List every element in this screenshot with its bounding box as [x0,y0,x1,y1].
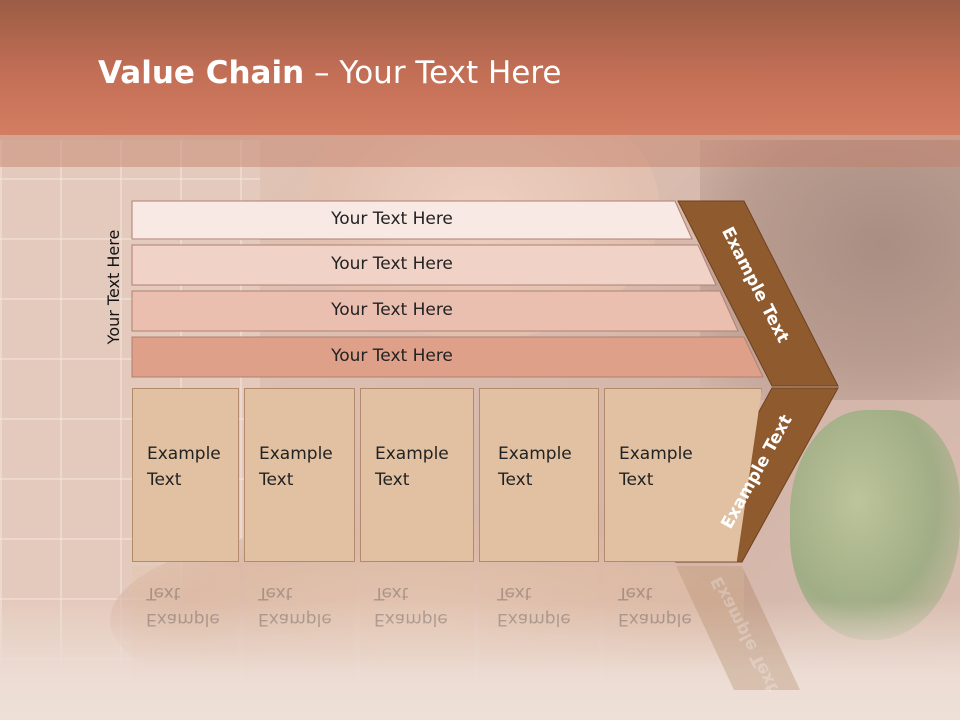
slide-title: Value Chain – Your Text Here [98,55,561,91]
cell-2-line1: Example [259,444,333,464]
row-shape-4 [131,336,764,378]
slide-title-rest: – Your Text Here [304,55,562,91]
cell-1: Example Text [132,388,239,562]
cell-5-line2: Text [619,470,654,490]
chevron-reflection [676,566,800,690]
cell-3-reflection-line1: Example [374,609,448,629]
cell-4-line1: Example [498,444,572,464]
cell-5: Example Text [604,388,762,562]
cell-1-reflection-line1: Example [146,609,220,629]
cell-4-reflection-line2: Text [497,583,532,603]
row-shape-1 [131,200,693,240]
cell-4-line2: Text [498,470,533,490]
cell-1-line2: Text [147,470,182,490]
cell-5-line1: Example [619,444,693,464]
row-1: Your Text Here [132,201,692,238]
cell-4-reflection-line1: Example [497,609,571,629]
cell-2-reflection: Example Text [244,566,355,684]
row-3: Your Text Here [132,292,692,329]
cell-3-line2: Text [375,470,410,490]
row-shape-3 [131,290,739,332]
slide-title-bold: Value Chain [98,55,305,91]
title-band [0,135,960,167]
row-shape-2 [131,244,717,286]
cell-2-reflection-line1: Example [258,609,332,629]
row-1-label: Your Text Here [331,209,453,229]
cell-3: Example Text [360,388,474,562]
row-3-label: Your Text Here [331,300,453,320]
cell-2-reflection-line2: Text [258,583,293,603]
cell-1-reflection-line2: Text [146,583,181,603]
cell-3-reflection-line2: Text [374,583,409,603]
cell-3-reflection: Example Text [360,566,474,684]
row-4-label: Your Text Here [331,346,453,366]
cell-1-reflection: Example Text [132,566,239,684]
row-2-label: Your Text Here [331,254,453,274]
cell-4: Example Text [479,388,599,562]
chevron-upper-shape [677,200,839,387]
cell-2-line2: Text [259,470,294,490]
cell-4-reflection: Example Text [479,566,599,684]
background-shirt [0,600,960,720]
title-bar [0,0,960,135]
row-4: Your Text Here [132,338,692,375]
row-2: Your Text Here [132,246,692,283]
cell-2: Example Text [244,388,355,562]
cell-3-line1: Example [375,444,449,464]
cell-1-line1: Example [147,444,221,464]
